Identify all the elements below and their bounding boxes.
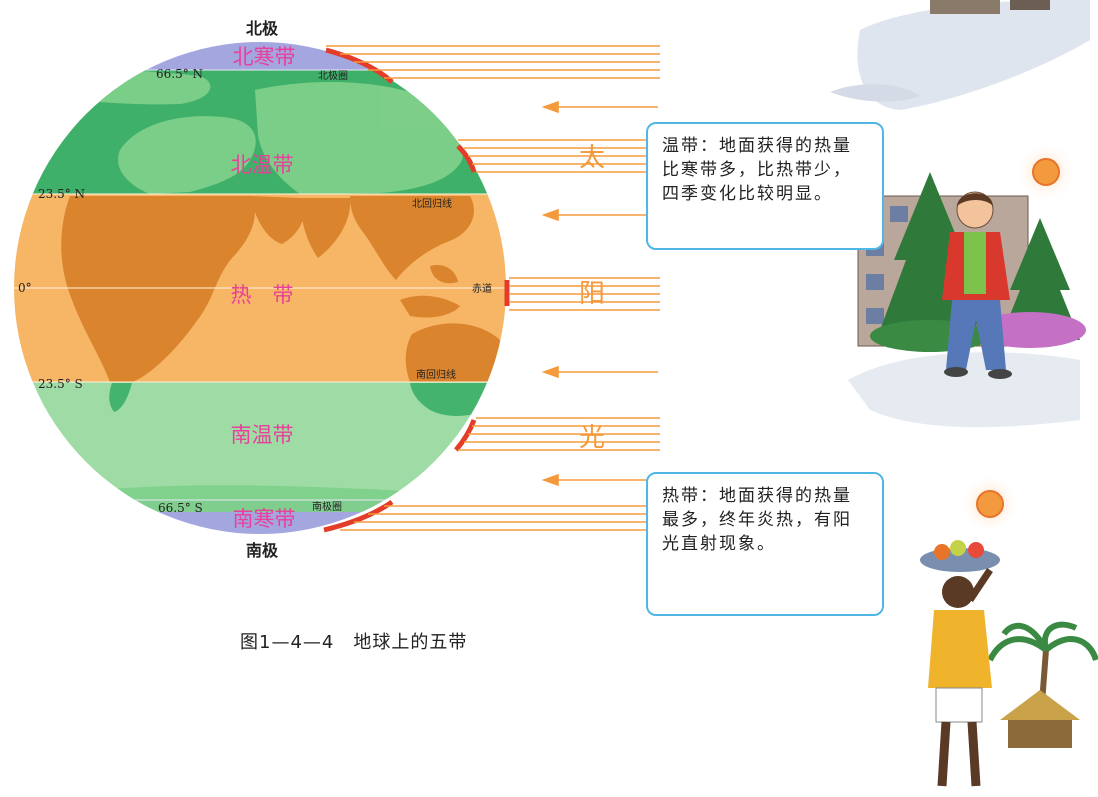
sunlit-arc-south-temperate: [454, 419, 477, 452]
boy-shoe-icon: [988, 369, 1012, 379]
north-temperate-label: 北温带: [231, 153, 294, 177]
figure-caption: 图1—4—4 地球上的五带: [240, 632, 468, 653]
australia-landmass: [405, 323, 505, 382]
shadow-blob: [830, 84, 920, 102]
temperate-speech-bubble: 温带：地面获得的热量比寒带多，比热带少，四季变化比较明显。: [646, 122, 884, 250]
asia-landmass: [255, 82, 464, 194]
sun-icon: [976, 490, 1004, 518]
sunlight-char-yang: 阳: [579, 279, 605, 309]
child-arm-icon: [967, 568, 993, 602]
ray-direction-arrows: [541, 100, 658, 487]
islands: [400, 264, 460, 318]
sun-icon: [1032, 158, 1060, 186]
tropical-bubble-text: 热带：地面获得的热量最多，终年炎热，有阳光直射现象。: [662, 486, 852, 554]
sunlight-char-guang: 光: [579, 423, 605, 453]
lat-23s-label: 23.5° S: [38, 377, 83, 391]
arctic-circle-label: 北极圈: [318, 69, 348, 82]
continents: [30, 69, 505, 512]
arrow-head-icon: [541, 100, 559, 114]
africa-landmass: [61, 196, 255, 382]
building-fragment: [930, 0, 1000, 14]
polar-scene-partial: [830, 0, 1090, 110]
lat-equator-label: 0°: [18, 281, 32, 295]
window-icon: [866, 308, 884, 324]
lat-66n-label: 66.5° N: [156, 67, 203, 81]
temperate-bubble-text: 温带：地面获得的热量比寒带多，比热带少，四季变化比较明显。: [662, 136, 852, 204]
window-icon: [866, 274, 884, 290]
india-landmass: [300, 198, 351, 258]
child-head-icon: [942, 576, 974, 608]
boy-hair-icon: [957, 193, 993, 206]
fruit-icon: [968, 542, 984, 558]
arrow-head-icon: [541, 473, 559, 487]
arrow-head-icon: [541, 365, 559, 379]
sunlit-arc-south-frigid: [323, 499, 394, 533]
lat-66s-label: 66.5° S: [158, 501, 203, 515]
africa-south: [109, 383, 132, 412]
south-frigid-label: 南寒带: [233, 507, 296, 531]
arabia-landmass: [250, 196, 304, 244]
tropical-scene: [920, 474, 1098, 787]
north-pole-label: 北极: [246, 19, 279, 38]
child-shorts-icon: [935, 687, 983, 723]
window-icon: [890, 206, 908, 222]
hut-icon: [1000, 690, 1080, 720]
ground-shadow: [848, 352, 1080, 428]
lat-23n-label: 23.5° N: [38, 187, 85, 201]
fruit-icon: [934, 544, 950, 560]
tropical-speech-bubble: 热带：地面获得的热量最多，终年炎热，有阳光直射现象。: [646, 472, 884, 616]
equator-label: 赤道: [472, 282, 492, 295]
boy-shoe-icon: [944, 367, 968, 377]
sunlit-arc-north-temperate: [456, 144, 477, 173]
tropic-of-capricorn-label: 南回归线: [416, 368, 456, 381]
sunlight-char-tai: 太: [579, 143, 605, 173]
temperate-scene: [848, 142, 1086, 428]
child-shirt-icon: [928, 610, 992, 688]
boy-jeans-icon: [946, 300, 1006, 370]
pine-tree-icon: [1000, 218, 1080, 340]
shadow-blob: [857, 0, 1090, 110]
hut-wall-icon: [1008, 720, 1072, 748]
sun-rays: [326, 45, 660, 531]
south-pole-label: 南极: [246, 541, 279, 560]
southeast-asia-landmass: [350, 196, 474, 280]
fruit-icon: [950, 540, 966, 556]
tropical-label: 热 带: [231, 283, 294, 307]
arrow-head-icon: [541, 208, 559, 222]
building-fragment: [1010, 0, 1050, 10]
boy-shirt-icon: [964, 232, 986, 294]
palm-leaves-icon: [987, 621, 1098, 662]
south-temperate-label: 南温带: [231, 423, 294, 447]
europe-landmass: [118, 116, 256, 194]
antarctic-circle-label: 南极圈: [312, 500, 342, 513]
child-legs-icon: [937, 721, 981, 787]
north-frigid-label: 北寒带: [233, 45, 296, 69]
tropic-of-cancer-label: 北回归线: [412, 197, 452, 210]
globe: 北寒带 北温带 热 带 南温带 南寒带 66.5° N 23.5° N 0° 2…: [14, 19, 510, 560]
